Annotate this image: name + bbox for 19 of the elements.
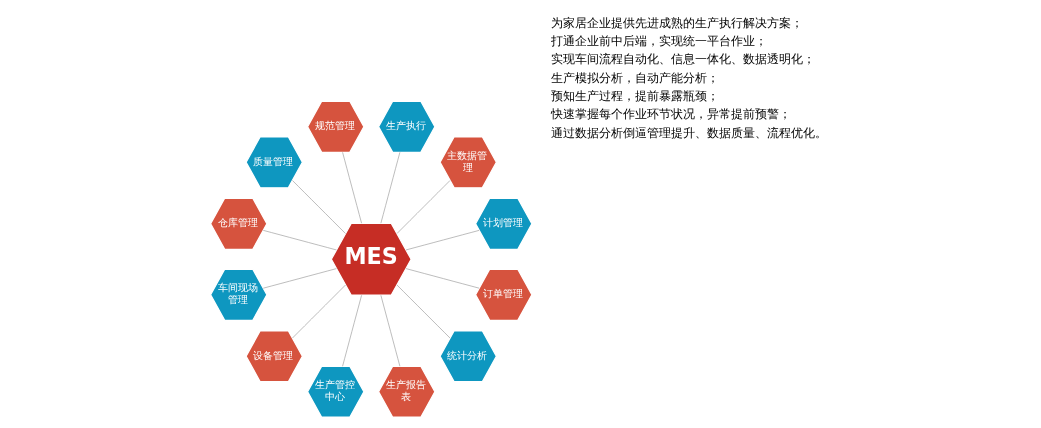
- label: 预知生产过程，提前暴露瓶颈；: [550, 88, 719, 103]
- connector: [405, 230, 479, 251]
- connector: [291, 180, 346, 234]
- connector: [380, 294, 400, 367]
- connector: [341, 294, 362, 367]
- label: 为家居企业提供先进成熟的生产执行解决方案；: [550, 15, 803, 30]
- label: 快速掌握每个作业环节状况，异常提前预警；: [550, 107, 791, 122]
- label: 生产模拟分析，自动产能分析；: [550, 70, 719, 85]
- label: 实现车间流程自动化、信息一体化、数据透明化；: [550, 52, 815, 67]
- connector: [262, 268, 337, 289]
- connector: [291, 284, 346, 339]
- connector: [341, 152, 362, 224]
- connector: [405, 268, 479, 289]
- connector: [380, 152, 400, 224]
- connector: [262, 230, 337, 251]
- connector: [396, 180, 450, 234]
- connector: [396, 284, 450, 339]
- label: 打通企业前中后端，实现统一平台作业；: [550, 34, 767, 48]
- label: 通过数据分析倒逼管理提升、数据质量、流程优化。: [550, 125, 827, 140]
